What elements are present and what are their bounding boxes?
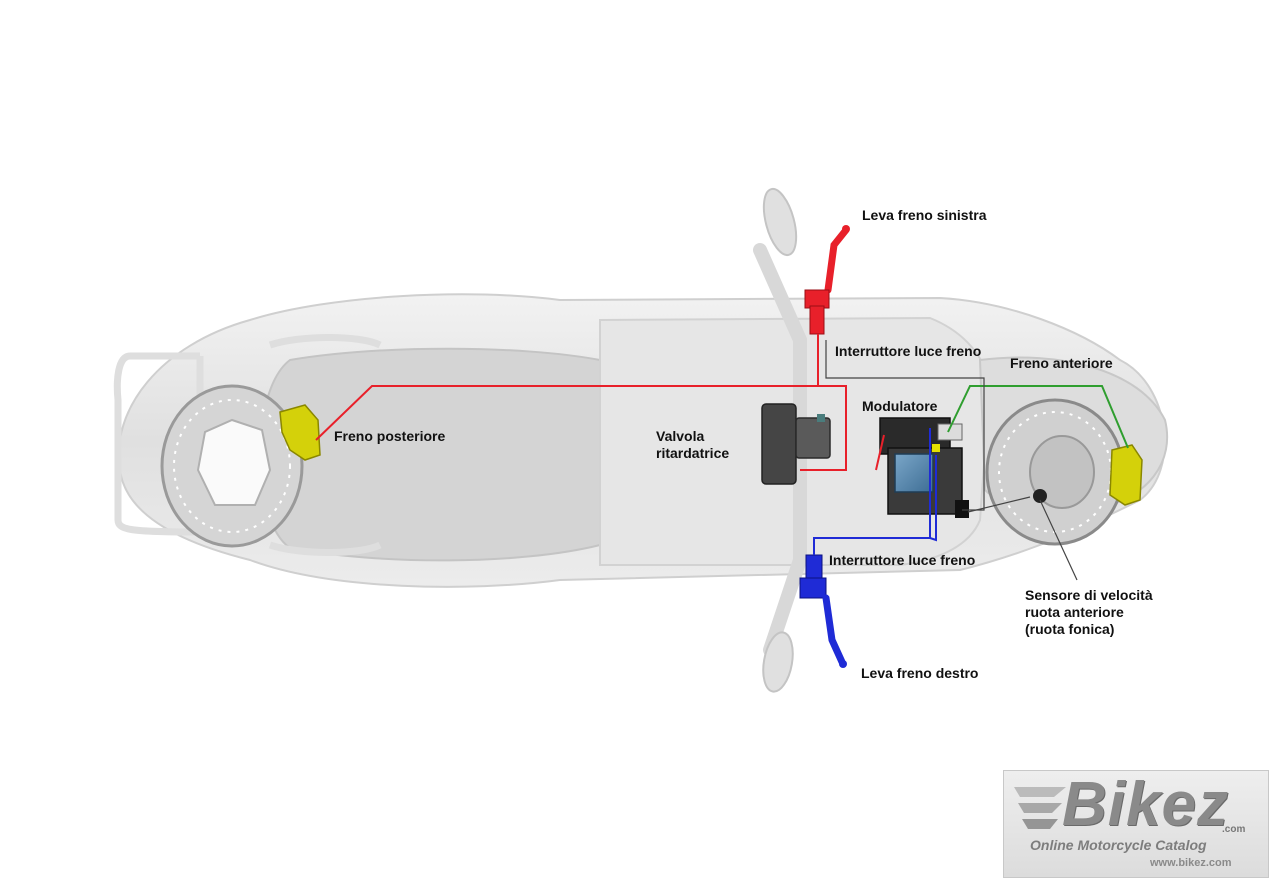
label-speed-sensor: Sensore di velocità ruota anteriore (ruo… <box>1025 587 1153 637</box>
right-brake-lever <box>799 554 847 668</box>
abs-modulator <box>879 417 969 518</box>
front-brake-disc <box>985 398 1125 546</box>
label-delay-valve: Valvola ritardatrice <box>656 428 730 461</box>
front-brake-line <box>947 385 1129 449</box>
left-brake-lever <box>804 225 850 335</box>
right-brake-line <box>813 428 937 555</box>
delay-valve <box>761 403 831 485</box>
bikez-watermark: Bikez .com Online Motorcycle Catalog www… <box>1003 770 1269 878</box>
watermark-url: www.bikez.com <box>1150 857 1232 869</box>
rear-caliper <box>279 404 321 461</box>
label-left-brake-lever: Leva freno sinistra <box>862 207 987 223</box>
label-rear-brake: Freno posteriore <box>334 428 446 444</box>
rear-brake-disc <box>160 384 304 548</box>
front-caliper <box>1109 444 1143 506</box>
label-right-brake-lever: Leva freno destro <box>861 665 979 681</box>
label-modulator: Modulatore <box>862 398 938 414</box>
label-brake-light-switch-bottom: Interruttore luce freno <box>829 552 976 568</box>
label-front-brake: Freno anteriore <box>1010 355 1113 371</box>
bikez-logo-icon <box>1014 787 1066 829</box>
watermark-word: Bikez <box>1062 770 1229 839</box>
rear-brake-line <box>315 334 885 471</box>
watermark-domain: .com <box>1222 824 1246 835</box>
watermark-tagline: Online Motorcycle Catalog <box>1030 837 1207 853</box>
label-brake-light-switch-top: Interruttore luce freno <box>835 343 982 359</box>
signal-wires <box>825 340 1078 581</box>
